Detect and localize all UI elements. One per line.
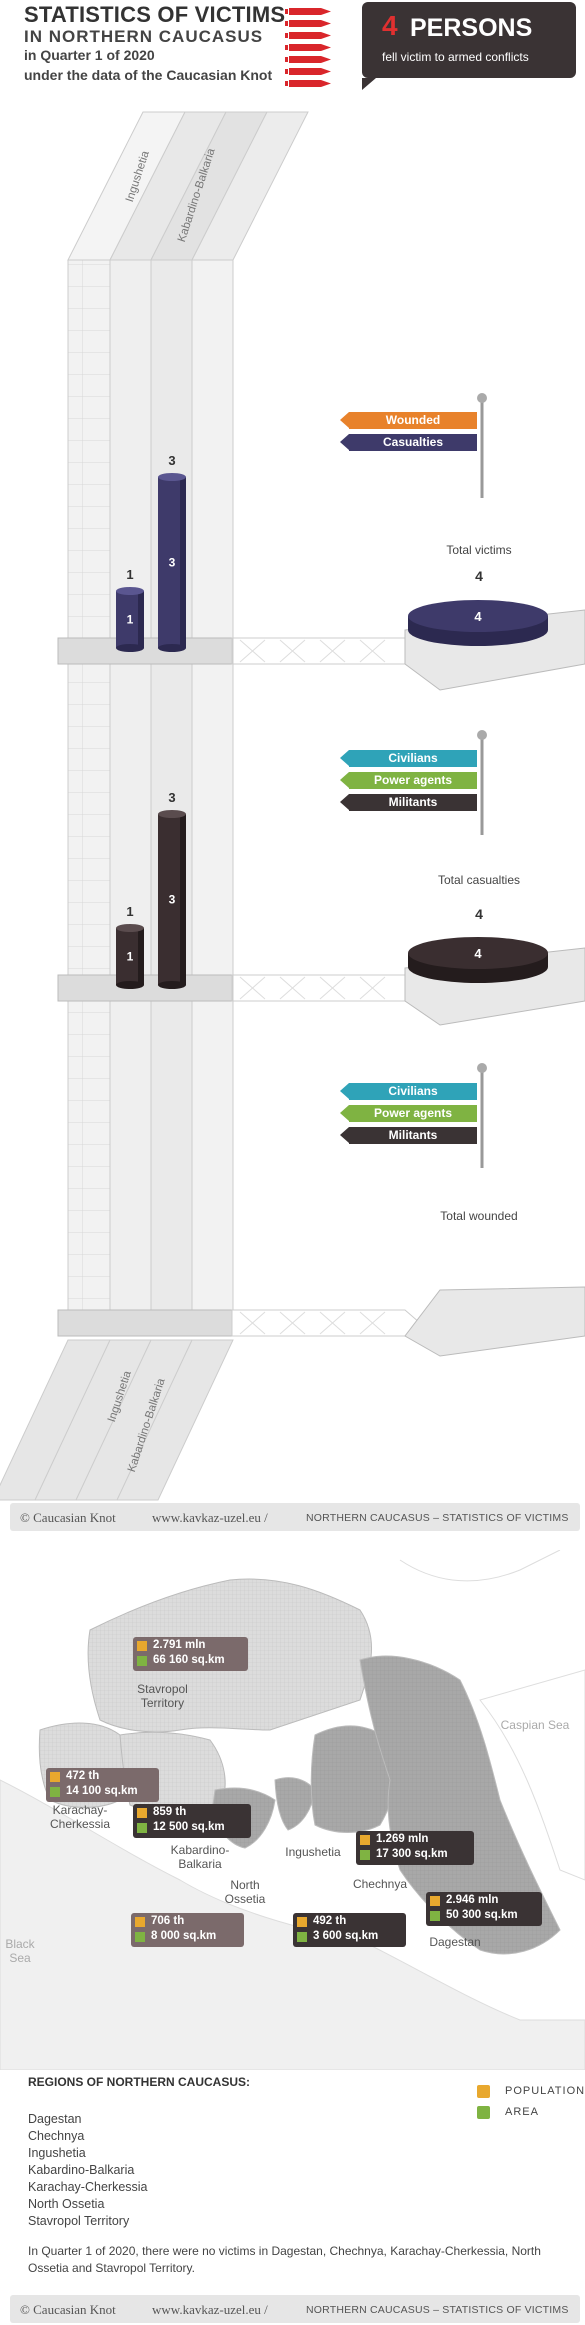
footer-brand: © Caucasian Knot bbox=[20, 2302, 116, 2317]
flag-tip bbox=[340, 434, 349, 450]
flag-tip bbox=[340, 412, 349, 428]
legend-wounded: Wounded bbox=[349, 412, 477, 429]
karachay-cherkessia-name: Karachay- Cherkessia bbox=[49, 1803, 111, 1831]
chechnya-name: Chechnya bbox=[352, 1877, 408, 1891]
caspian-sea-label: Caspian Sea bbox=[500, 1718, 570, 1732]
population-icon bbox=[477, 2085, 490, 2098]
region-list-item: Stavropol Territory bbox=[28, 2214, 130, 2228]
legend-casualties: Casualties bbox=[349, 434, 477, 451]
bar-value-inner: 3 bbox=[169, 556, 176, 570]
total-disc-value: 4 bbox=[474, 946, 482, 961]
bullets-icon bbox=[285, 8, 331, 87]
flag-tip bbox=[340, 794, 349, 810]
total-wounded-label: Total wounded bbox=[440, 1209, 518, 1223]
bar-value-label: 3 bbox=[168, 790, 175, 805]
north-ossetia-info-box bbox=[131, 1913, 244, 1947]
total-disc: 4 bbox=[408, 937, 548, 983]
legend-civilians: Civilians bbox=[349, 1083, 477, 1100]
total-persons-subtitle: fell victim to armed conflicts bbox=[382, 50, 529, 64]
title-line-2: IN NORTHERN CAUCASUS bbox=[24, 27, 264, 46]
legend-population: POPULATION bbox=[505, 2085, 585, 2097]
footer-site-link[interactable]: www.kavkaz-uzel.eu / bbox=[152, 2302, 268, 2317]
area-icon bbox=[477, 2106, 490, 2119]
bar-ingushetia: 11 bbox=[116, 904, 144, 989]
total-persons-callout: 4 PERSONS fell victim to armed conflicts bbox=[362, 2, 576, 78]
title-line-4: under the data of the Caucasian Knot bbox=[24, 67, 273, 83]
legend-power-agents: Power agents bbox=[349, 1105, 477, 1122]
footer-section: NORTHERN CAUCASUS – STATISTICS OF VICTIM… bbox=[306, 1512, 569, 1524]
north-ossetia-name: North Ossetia bbox=[224, 1878, 266, 1906]
ingushetia-region-shape bbox=[274, 1777, 316, 1831]
total-persons-label: PERSONS bbox=[410, 14, 533, 42]
footer-site-link[interactable]: www.kavkaz-uzel.eu / bbox=[152, 1510, 268, 1525]
dagestan-name: Dagestan bbox=[429, 1935, 481, 1949]
region-list-item: North Ossetia bbox=[28, 2197, 105, 2211]
footer-section: NORTHERN CAUCASUS – STATISTICS OF VICTIM… bbox=[306, 2304, 569, 2316]
footer-brand: © Caucasian Knot bbox=[20, 1510, 116, 1525]
title-line-1: STATISTICS OF VICTIMS bbox=[24, 2, 286, 27]
bar-kabardino-balkaria: 33 bbox=[158, 790, 186, 989]
legend-area: AREA bbox=[505, 2106, 539, 2118]
kabardino-balkaria-name: Kabardino- Balkaria bbox=[170, 1843, 230, 1871]
bar-value-label: 3 bbox=[168, 453, 175, 468]
region-list-item: Dagestan bbox=[28, 2112, 82, 2126]
total-casualties-value: 4 bbox=[475, 906, 483, 922]
footer-bar: © Caucasian Knot www.kavkaz-uzel.eu / NO… bbox=[10, 2295, 580, 2323]
title-line-3: in Quarter 1 of 2020 bbox=[24, 47, 155, 63]
legend-militants: Militants bbox=[349, 794, 477, 811]
platform-3 bbox=[57, 1286, 585, 1357]
dagestan-region-shape bbox=[359, 1655, 561, 1955]
total-persons-number: 4 bbox=[382, 10, 398, 41]
chechnya-info-box bbox=[356, 1831, 474, 1865]
flag-tip bbox=[340, 1105, 349, 1121]
bar-value-label: 1 bbox=[126, 567, 133, 582]
total-disc: 4 bbox=[408, 600, 548, 646]
region-list-item: Chechnya bbox=[28, 2129, 85, 2143]
bar-kabardino-balkaria: 33 bbox=[158, 453, 186, 652]
region-list-item: Ingushetia bbox=[28, 2146, 86, 2160]
chechnya-region-shape bbox=[310, 1725, 396, 1833]
kabardino-balkaria-info-box bbox=[133, 1804, 251, 1838]
stavropol-name: Stavropol Territory bbox=[137, 1682, 188, 1710]
bar-value-label: 1 bbox=[126, 904, 133, 919]
flag-tip bbox=[340, 772, 349, 788]
flag-tip bbox=[340, 1127, 349, 1143]
black-sea-label: Black Sea bbox=[5, 1937, 35, 1965]
region-list-item: Kabardino-Balkaria bbox=[28, 2163, 135, 2177]
bar-value-inner: 1 bbox=[127, 613, 134, 627]
regions-list: Dagestan Chechnya Ingushetia Kabardino-B… bbox=[28, 2111, 148, 2230]
legend-power-agents: Power agents bbox=[349, 772, 477, 789]
region-map bbox=[0, 1550, 585, 2070]
footer-bar: © Caucasian Knot www.kavkaz-uzel.eu / NO… bbox=[10, 1503, 580, 1531]
total-casualties-label: Total casualties bbox=[437, 873, 521, 887]
ingushetia-name: Ingushetia bbox=[285, 1845, 341, 1859]
legend-civilians: Civilians bbox=[349, 750, 477, 767]
bar-value-inner: 3 bbox=[169, 893, 176, 907]
regions-title: REGIONS OF NORTHERN CAUCASUS: bbox=[28, 2075, 251, 2089]
bar-ingushetia: 11 bbox=[116, 567, 144, 652]
bar-value-inner: 1 bbox=[127, 950, 134, 964]
total-disc-value: 4 bbox=[474, 609, 482, 624]
region-list-item: Karachay-Cherkessia bbox=[28, 2180, 148, 2194]
total-victims-label: Total victims bbox=[446, 543, 512, 557]
stavropol-info-box bbox=[133, 1637, 248, 1671]
karachay-cherkessia-info-box bbox=[46, 1768, 159, 1802]
callout-pointer bbox=[362, 78, 376, 90]
ingushetia-info-box bbox=[293, 1913, 406, 1947]
regions-note: In Quarter 1 of 2020, there were no vict… bbox=[28, 2244, 541, 2275]
legend-militants: Militants bbox=[349, 1127, 477, 1144]
total-victims-value: 4 bbox=[475, 568, 483, 584]
dagestan-info-box bbox=[426, 1892, 542, 1926]
flag-tip bbox=[340, 1083, 349, 1099]
flag-tip bbox=[340, 750, 349, 766]
